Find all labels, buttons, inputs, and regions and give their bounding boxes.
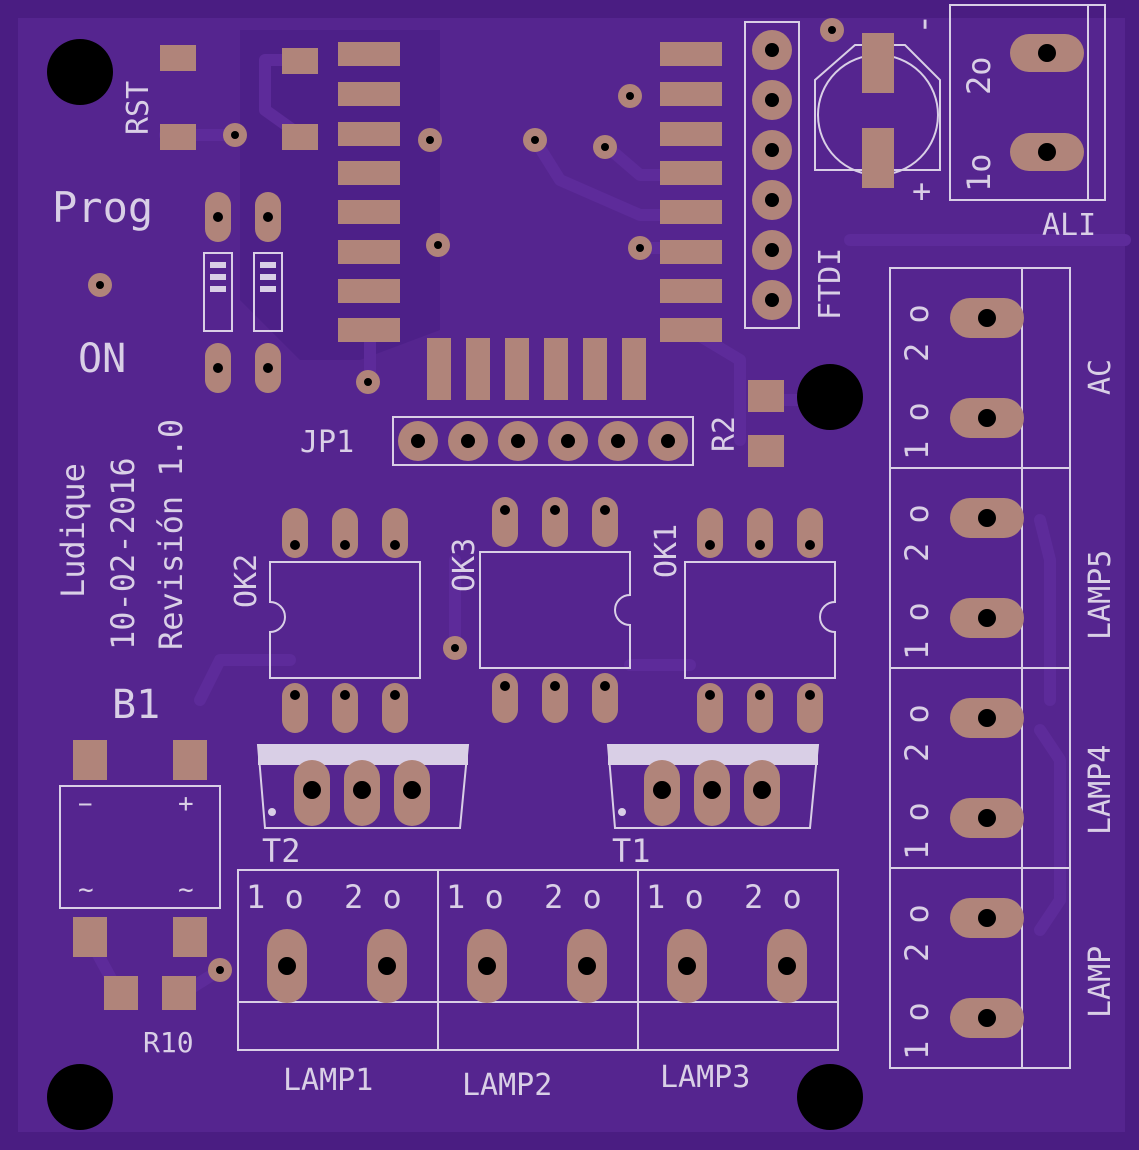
bridge-minus-label: − <box>78 790 92 818</box>
r2-label: R2 <box>707 416 742 452</box>
rst-label: RST <box>121 81 156 135</box>
ali-label: ALI <box>1042 208 1096 243</box>
ftdi-header <box>744 21 800 329</box>
ac-pin1-label: 1 o <box>898 402 936 460</box>
lamp5-pin1-label: 1 o <box>898 602 936 660</box>
mounting-hole <box>47 1064 113 1130</box>
lamp3-pin1-label: 1 o <box>646 878 704 916</box>
lamp2-label: LAMP2 <box>462 1068 552 1103</box>
mcu-pads-bottom <box>427 338 646 400</box>
bridge-ac-left-label: ~ <box>78 875 94 905</box>
mcu-pads-left <box>338 42 400 342</box>
t1-label: T1 <box>612 832 651 870</box>
lamp3-label: LAMP3 <box>660 1060 750 1095</box>
revision-label: Revisión 1.0 <box>152 419 190 650</box>
lamp3-pin2-label: 2 o <box>744 878 802 916</box>
optocoupler-ok1 <box>684 508 836 733</box>
ok2-label: OK2 <box>229 554 264 608</box>
lamp-pin1-label: 1 o <box>898 1002 936 1060</box>
lamp2-pin1-label: 1 o <box>446 878 504 916</box>
lamp4-label: LAMP4 <box>1083 745 1118 835</box>
lamp-pin2-label: 2 o <box>898 904 936 962</box>
on-label: ON <box>78 336 126 382</box>
prog-label: Prog <box>52 183 153 232</box>
date-label: 10-02-2016 <box>104 457 142 650</box>
jp1-label: JP1 <box>300 425 354 460</box>
silkscreen-text: RST Prog ON Ludique 10-02-2016 Revisión … <box>52 13 1118 1103</box>
lamp4-pin2-label: 2 o <box>898 704 936 762</box>
r2-resistor <box>748 380 784 467</box>
mounting-holes <box>47 39 863 1130</box>
triac-t1 <box>606 744 820 829</box>
mcu-pads-right <box>660 42 722 342</box>
lamp1-pin2-label: 2 o <box>344 878 402 916</box>
reset-button-pads <box>160 45 318 150</box>
ac-label: AC <box>1083 359 1118 395</box>
ok3-label: OK3 <box>447 538 482 592</box>
b1-label: B1 <box>112 682 160 728</box>
triac-t2 <box>256 744 470 829</box>
author-label: Ludique <box>54 463 92 598</box>
dip-switch-outline <box>203 252 283 332</box>
right-terminals <box>889 267 1071 1069</box>
lamp-label: LAMP <box>1083 946 1118 1018</box>
bridge-ac-right-label: ~ <box>178 875 194 905</box>
cap-plus-label: + <box>912 172 931 210</box>
t2-label: T2 <box>262 832 301 870</box>
dip-switch-marks <box>210 262 276 292</box>
ac-pin2-label: 2 o <box>898 304 936 362</box>
lamp1-pin1-label: 1 o <box>246 878 304 916</box>
lamp5-pin2-label: 2 o <box>898 504 936 562</box>
lamp4-pin1-label: 1 o <box>898 802 936 860</box>
mounting-hole <box>797 1064 863 1130</box>
bridge-plus-label: + <box>178 789 194 819</box>
bottom-terminals <box>237 869 839 1051</box>
lamp5-label: LAMP5 <box>1083 550 1118 640</box>
ali-pin1-label: 1o <box>960 153 998 192</box>
cap-minus-label: - <box>903 13 944 35</box>
jp1-header <box>392 416 694 466</box>
copper-pour-inner <box>240 30 440 360</box>
r10-resistor <box>104 976 196 1010</box>
mounting-hole <box>797 364 863 430</box>
jumper-holes <box>213 212 273 373</box>
vias <box>88 18 844 982</box>
mounting-hole <box>47 39 113 105</box>
optocoupler-ok3 <box>479 497 631 723</box>
r10-label: R10 <box>143 1026 194 1059</box>
lamp1-label: LAMP1 <box>283 1063 373 1098</box>
electrolytic-capacitor <box>814 33 941 188</box>
ok1-label: OK1 <box>649 524 684 578</box>
ftdi-label: FTDI <box>813 248 848 320</box>
ali-terminal <box>949 4 1106 201</box>
bridge-rectifier-b1 <box>59 740 221 957</box>
lamp2-pin2-label: 2 o <box>544 878 602 916</box>
optocoupler-ok2 <box>269 508 421 733</box>
ali-pin2-label: 2o <box>960 56 998 95</box>
